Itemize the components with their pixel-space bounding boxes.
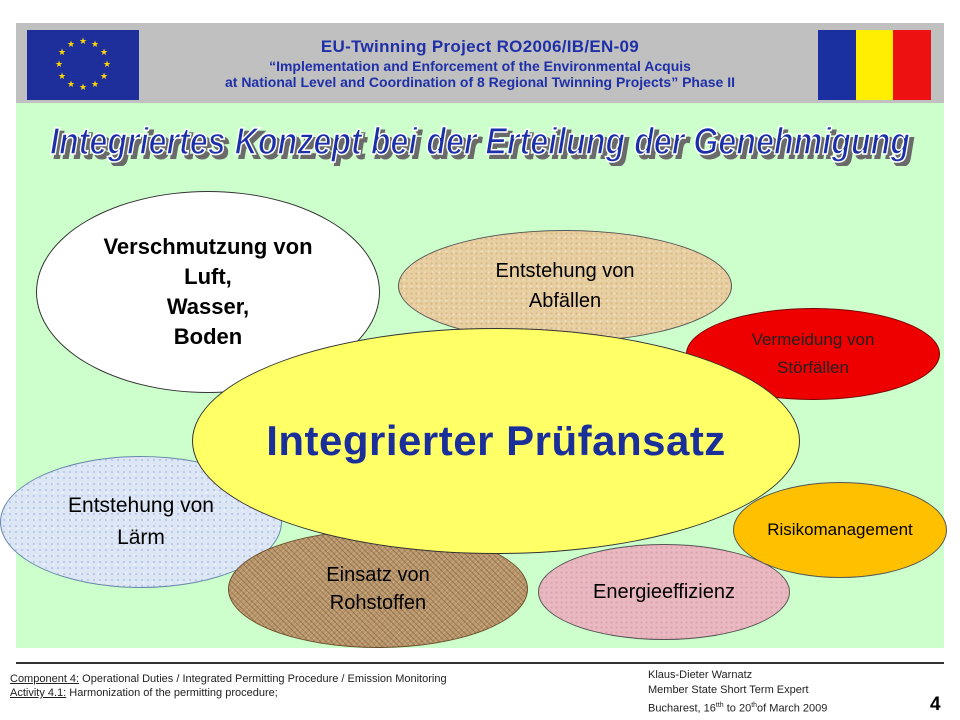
- svg-text:★: ★: [58, 72, 66, 82]
- svg-text:★: ★: [103, 60, 111, 70]
- bubble-raw-label: Einsatz von Rohstoffen: [326, 564, 430, 614]
- footer-activity-line: Activity 4.1: Harmonization of the permi…: [10, 686, 447, 700]
- central-bubble-label: Integrierter Prüfansatz: [266, 417, 726, 464]
- slide-title: Integriertes Konzept bei der Erteilung d…: [49, 120, 915, 166]
- bubble-risk-label: Risikomanagement: [767, 520, 913, 539]
- svg-text:★: ★: [100, 72, 108, 82]
- bubble-energy-efficiency: Energieeffizienz: [538, 544, 790, 640]
- svg-text:★: ★: [100, 48, 108, 58]
- svg-text:★: ★: [55, 60, 63, 70]
- bubble-energy-label: Energieeffizienz: [593, 580, 735, 603]
- project-title: EU-Twinning Project RO2006/IB/EN-09: [320, 37, 640, 56]
- bubble-waste: Entstehung von Abfällen: [398, 230, 732, 342]
- project-subtitle-line2: at National Level and Coordination of 8 …: [224, 74, 736, 90]
- svg-text:★: ★: [58, 48, 66, 58]
- svg-text:★: ★: [91, 40, 99, 50]
- footer-sup1: tth: [715, 702, 724, 709]
- svg-text:★: ★: [91, 80, 99, 90]
- page-number: 4: [930, 694, 941, 715]
- footer-place: Bucharest, 16: [648, 702, 716, 715]
- flag-stripe-yellow: [855, 30, 894, 100]
- bubble-waste-label: Entstehung von Abfällen: [495, 260, 635, 312]
- svg-text:★: ★: [67, 40, 75, 50]
- footer-left: Component 4: Operational Duties / Integr…: [10, 672, 447, 700]
- footer-role: Member State Short Term Expert: [648, 684, 809, 696]
- svg-text:★: ★: [79, 83, 87, 93]
- eu-flag-logo: ★★★ ★★★ ★★★ ★★★: [27, 30, 139, 100]
- central-bubble: Integrierter Prüfansatz: [192, 328, 800, 554]
- footer-place-date: Bucharest, 16tth to 20thof March 2009: [648, 698, 827, 717]
- header-band: [16, 23, 944, 103]
- footer-author: Klaus-Dieter Warnatz: [648, 669, 753, 681]
- flag-stripe-red: [893, 30, 932, 100]
- footer-right: Klaus-Dieter Warnatz Member State Short …: [648, 668, 827, 717]
- bubble-accident-label: Vermeidung von Störfällen: [751, 330, 875, 377]
- footer-sup2: th: [751, 702, 758, 709]
- footer-activity-label: Activity 4.1:: [10, 687, 67, 699]
- footer-component-text: Operational Duties / Integrated Permitti…: [79, 673, 447, 685]
- svg-text:★: ★: [67, 80, 75, 90]
- slide-title-text: Integriertes Konzept bei der Erteilung d…: [50, 121, 910, 163]
- footer-divider: [16, 662, 944, 664]
- slide-title-shadow: Integriertes Konzept bei der Erteilung d…: [54, 125, 914, 166]
- project-subtitle-line1: “Implementation and Enforcement of the E…: [269, 58, 691, 74]
- flag-stripe-blue: [818, 30, 856, 100]
- footer-component-label: Component 4:: [10, 673, 80, 685]
- footer-component-line: Component 4: Operational Duties / Integr…: [10, 672, 447, 686]
- footer-mid: to 20: [723, 702, 752, 715]
- footer-end: of March 2009: [757, 702, 828, 715]
- svg-text:★: ★: [79, 37, 87, 47]
- bubble-pollution-label: Verschmutzung von Luft, Wasser, Boden: [103, 234, 313, 349]
- eu-stars-icon: ★★★ ★★★ ★★★ ★★★: [55, 37, 111, 93]
- bubble-noise-label: Entstehung von Lärm: [68, 494, 214, 549]
- bubble-risk-management: Risikomanagement: [733, 482, 947, 578]
- footer-activity-text: Harmonization of the permitting procedur…: [66, 687, 278, 699]
- romania-flag-logo: [818, 30, 932, 100]
